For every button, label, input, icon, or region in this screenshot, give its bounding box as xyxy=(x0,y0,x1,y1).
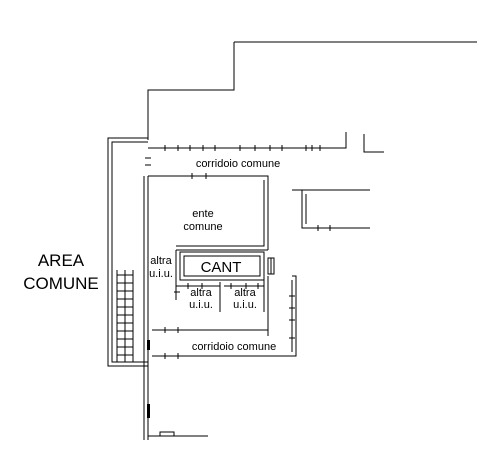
corridor-bottom-walls xyxy=(147,275,297,359)
area-comune-line1: AREA xyxy=(38,251,85,270)
lower-exit xyxy=(147,404,208,437)
stair-treads xyxy=(117,274,133,356)
cant-label: CANT xyxy=(201,259,242,276)
altra-mid-line1: altra xyxy=(190,287,212,299)
altra-left-line2: u.i.u. xyxy=(149,268,173,280)
area-comune-label: AREA COMUNE xyxy=(23,251,99,293)
corridor-top-ticks xyxy=(145,145,321,179)
altra-uiu-left-label: altra u.i.u. xyxy=(149,255,173,280)
right-structures xyxy=(292,189,370,231)
area-comune-enclosure xyxy=(107,137,148,367)
altra-left-line1: altra xyxy=(150,255,172,267)
altra-mid-line2: u.i.u. xyxy=(189,299,213,311)
corridor-bottom-label: corridoio comune xyxy=(192,341,276,353)
ente-comune-label: ente comune xyxy=(183,208,222,233)
area-comune-line2: COMUNE xyxy=(23,274,99,293)
ente-line1: ente xyxy=(192,208,213,220)
ente-line2: comune xyxy=(183,221,222,233)
corridor-top-walls xyxy=(145,132,384,250)
altra-uiu-right-label: altra u.i.u. xyxy=(233,287,257,311)
altra-right-line2: u.i.u. xyxy=(233,299,257,311)
central-block-walls xyxy=(143,176,275,440)
building-outline xyxy=(147,41,477,140)
corridor-top-label: corridoio comune xyxy=(196,158,280,170)
altra-uiu-mid-label: altra u.i.u. xyxy=(189,287,213,311)
altra-right-line1: altra xyxy=(234,287,256,299)
